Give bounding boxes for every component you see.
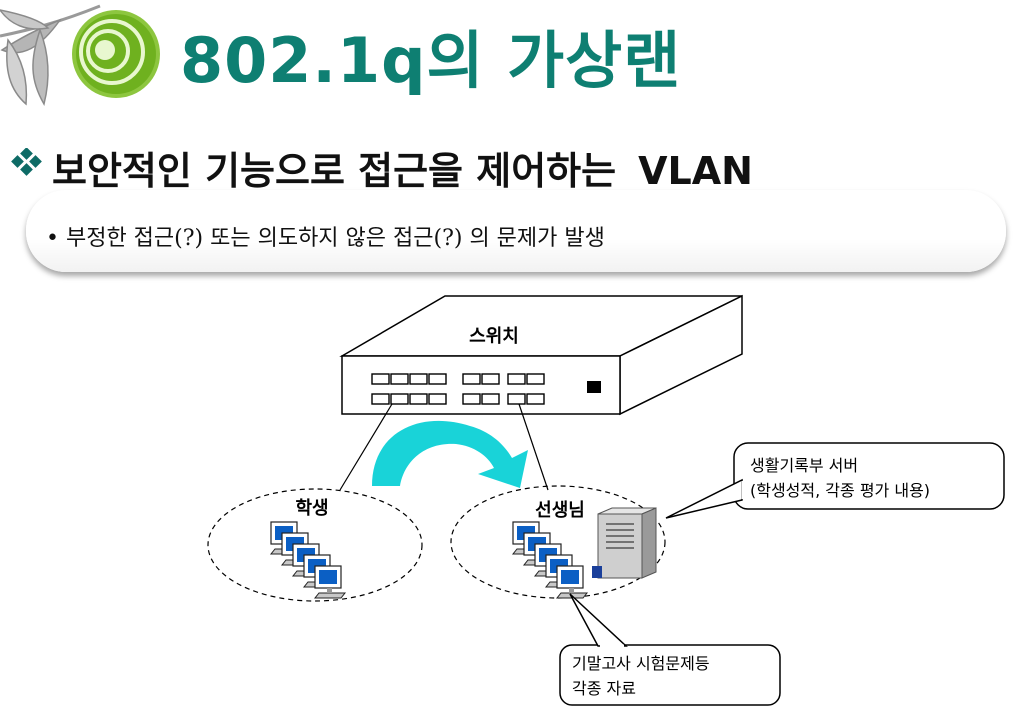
pc-callout-line1: 기말고사 시험문제등 — [572, 654, 710, 673]
leaf-branch-decoration — [0, 4, 101, 106]
server-callout-line2: (학생성적, 각종 평가 내용) — [750, 481, 930, 500]
teacher-label: 선생님 — [535, 500, 585, 521]
pc-callout: 기말고사 시험문제등 각종 자료 — [559, 593, 781, 706]
teacher-vlan-ellipse — [450, 485, 666, 599]
server-callout-line1: 생활기록부 서버 — [750, 456, 858, 475]
student-label: 학생 — [295, 497, 328, 519]
student-vlan-ellipse — [207, 488, 423, 602]
student-pcs — [270, 521, 346, 599]
pc-callout-line2: 각종 자료 — [572, 679, 636, 698]
teacher-pcs — [512, 521, 588, 599]
section-heading-text: 보안적인 기능으로 접근을 제어하는 — [52, 149, 617, 193]
bullet-box: • 부정한 접근(?) 또는 의도하지 않은 접근(?) 의 문제가 발생 — [26, 190, 1006, 272]
page-title: 802.1q의 가상랜 — [180, 24, 682, 97]
section-heading-suffix: VLAN — [638, 149, 753, 193]
desktop-computer-icon — [314, 565, 346, 599]
switch — [339, 294, 743, 416]
concentric-circles-logo — [72, 10, 160, 98]
bullet-text: • 부정한 접근(?) 또는 의도하지 않은 접근(?) 의 문제가 발생 — [46, 226, 605, 251]
switch-label: 스위치 — [469, 326, 519, 347]
desktop-computer-icon — [556, 565, 588, 599]
section-heading: 보안적인 기능으로 접근을 제어하는 VLAN — [52, 140, 753, 195]
curved-cyan-arrow — [372, 420, 528, 488]
server-tower-icon — [592, 507, 657, 579]
diamond-cluster-bullet — [11, 148, 42, 176]
server-callout: 생활기록부 서버 (학생성적, 각종 평가 내용) — [665, 442, 1005, 519]
